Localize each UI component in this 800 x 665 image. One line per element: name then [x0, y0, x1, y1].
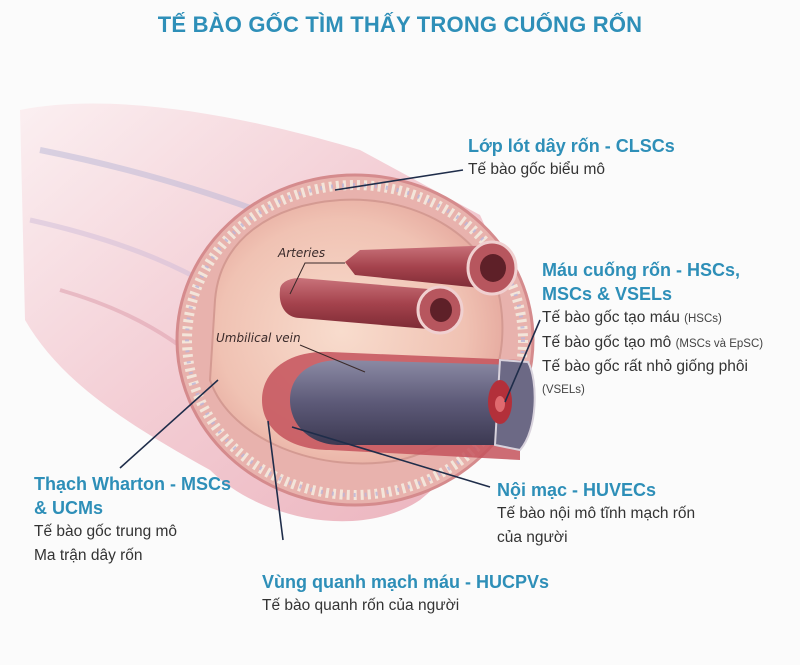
wharton-heading-2: & UCMs	[34, 498, 104, 518]
label-cord-lining: Lớp lót dây rốn - CLSCs Tế bào gốc biểu …	[468, 134, 675, 182]
label-perivascular: Vùng quanh mạch máu - HUCPVs Tế bào quan…	[262, 570, 549, 618]
leader-arteries	[289, 262, 345, 295]
tag-umbilical-vein: Umbilical vein	[216, 331, 301, 345]
endothelium-line-2: của người	[497, 529, 568, 546]
umbilical-vein	[290, 358, 536, 452]
label-endothelium: Nội mạc - HUVECs Tế bào nội mô tĩnh mạch…	[497, 478, 695, 550]
leader-cord-blood	[504, 319, 541, 403]
wharton-heading-1: Thạch Wharton - MSCs	[34, 474, 231, 494]
cord-blood-item-2: Tế bào gốc tạo mô (MSCs và EpSC)	[542, 334, 764, 351]
label-cord-blood: Máu cuống rốn - HSCs, MSCs & VSELs Tế bà…	[542, 258, 763, 401]
leader-wharton	[119, 379, 219, 469]
leader-endothelium	[291, 426, 491, 488]
leader-perivascular	[267, 420, 284, 541]
cord-blood-item-3: Tế bào gốc rất nhỏ giống phôi(VSELs)	[542, 358, 748, 396]
cord-blood-heading-2: MSCs & VSELs	[542, 284, 673, 304]
perivascular-line: Tế bào quanh rốn của người	[262, 597, 460, 614]
wharton-line-1: Tế bào gốc trung mô	[34, 523, 178, 540]
tag-arteries: Arteries	[278, 246, 326, 260]
endothelium-line-1: Tế bào nội mô tĩnh mạch rốn	[497, 505, 696, 522]
perivascular-heading: Vùng quanh mạch máu - HUCPVs	[262, 572, 550, 592]
leader-vein	[299, 344, 366, 373]
leader-lining	[334, 169, 464, 191]
cord-blood-item-1: Tế bào gốc tạo máu (HSCs)	[542, 309, 722, 326]
cord-lining-line: Tế bào gốc biểu mô	[468, 161, 606, 178]
page-title: TẾ BÀO GỐC TÌM THẤY TRONG CUỐNG RỐN	[157, 12, 643, 37]
cord-blood-heading-1: Máu cuống rốn - HSCs,	[542, 260, 740, 280]
wharton-line-2: Ma trận dây rốn	[34, 547, 143, 564]
cord-lining-heading: Lớp lót dây rốn - CLSCs	[468, 136, 675, 156]
label-wharton-jelly: Thạch Wharton - MSCs & UCMs Tế bào gốc t…	[34, 472, 231, 568]
arteries	[279, 240, 518, 335]
endothelium-heading: Nội mạc - HUVECs	[497, 480, 657, 500]
